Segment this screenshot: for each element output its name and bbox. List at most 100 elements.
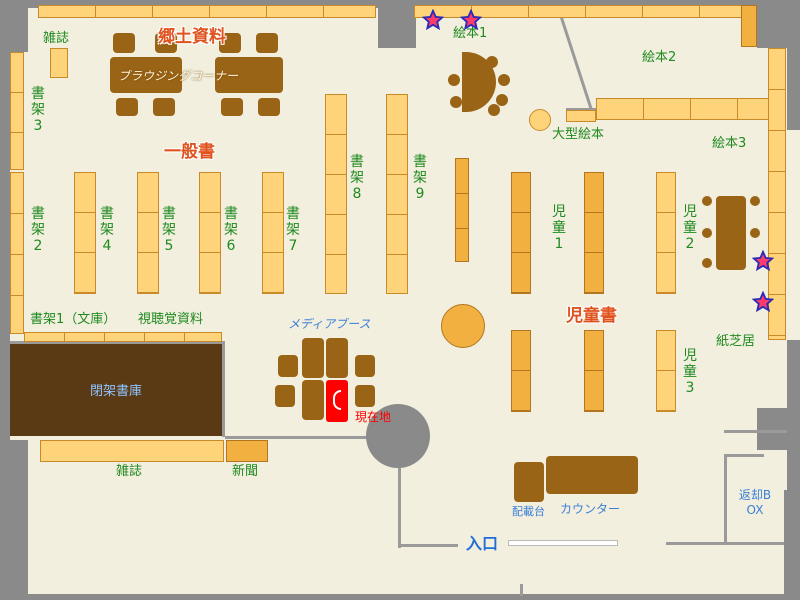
ehon-stool	[450, 96, 462, 108]
label-media-booth: メディアブース	[288, 317, 371, 331]
label-shinbun: 新聞	[232, 464, 259, 479]
media-booth-desk	[302, 380, 324, 420]
wall-bottom-right-block	[784, 490, 800, 600]
shelf-zasshi-bottom	[40, 440, 224, 462]
haisaidai-desk	[514, 462, 544, 502]
label-entrance: 入口	[466, 534, 499, 553]
partition-right-mid	[724, 430, 787, 433]
wall-bottom	[0, 594, 800, 600]
label-ehon-1: 絵本1	[453, 26, 488, 41]
partition-return-top	[724, 454, 764, 457]
round-pillar	[366, 404, 430, 468]
star-icon	[460, 9, 482, 31]
shelf-9	[386, 94, 408, 294]
label-shoka-6: 書架6	[224, 206, 238, 254]
shelf-jido-lower-2	[584, 330, 604, 412]
label-shoka-8: 書架8	[350, 154, 364, 202]
wall-left-lower	[0, 440, 28, 600]
door-line	[520, 584, 523, 596]
media-booth-desk	[302, 338, 324, 378]
label-genzaichi: 現在地	[355, 410, 392, 424]
label-haisaidai: 配載台	[512, 505, 545, 518]
partition-entrance-left	[398, 456, 401, 548]
media-booth-seat	[278, 355, 298, 377]
current-location-arrow-icon	[333, 390, 341, 410]
ehon-stool	[496, 94, 508, 106]
star-icon	[422, 9, 444, 31]
label-ehon-3: 絵本3	[712, 136, 747, 151]
partition-ehon-diagonal	[560, 17, 593, 110]
browsing-chair	[116, 98, 138, 116]
browsing-chair	[258, 98, 280, 116]
jido-stool	[750, 228, 760, 238]
label-shoka-5: 書架5	[162, 206, 176, 254]
label-zasshi-top: 雑誌	[43, 31, 70, 46]
browsing-table	[110, 57, 182, 93]
partition-ehon-bottom	[566, 108, 596, 111]
label-shoka-9: 書架9	[413, 154, 427, 202]
browsing-chair	[113, 33, 135, 53]
browsing-chair	[155, 33, 177, 53]
top-right-corner-shelf	[741, 5, 757, 47]
entrance-door	[508, 540, 618, 546]
label-kamishibai: 紙芝居	[716, 334, 756, 349]
shelf-ogata-ehon	[566, 110, 596, 122]
label-jido-3: 児童3	[683, 348, 697, 396]
star-icon	[752, 250, 774, 272]
jido-stool	[750, 196, 760, 206]
label-shoka-1-bunko: 書架1（文庫）	[30, 312, 117, 327]
shelf-shinbun	[226, 440, 268, 462]
media-booth-desk	[326, 338, 348, 378]
browsing-chair	[221, 98, 243, 116]
wall-left	[0, 0, 10, 600]
label-shoka-7: 書架7	[286, 206, 300, 254]
counter-desk	[546, 456, 638, 494]
partition-heika-right	[222, 342, 225, 437]
label-ogata-ehon: 大型絵本	[552, 127, 605, 142]
shelf-3-wall	[10, 52, 24, 170]
label-shoka-3: 書架3	[31, 86, 45, 134]
label-ehon-2: 絵本2	[642, 50, 677, 65]
wall-top-right	[414, 0, 800, 5]
browsing-table	[215, 57, 283, 93]
media-booth-seat	[275, 385, 295, 407]
jido-stool	[702, 228, 712, 238]
current-location-marker	[326, 380, 348, 422]
shelf-5	[137, 172, 159, 294]
label-shoka-4: 書架4	[100, 206, 114, 254]
label-heika: 閉架書庫	[90, 384, 143, 399]
shelf-4	[74, 172, 96, 294]
jido-table	[716, 196, 746, 270]
ehon-stool	[488, 104, 500, 116]
partition-heika-top	[10, 341, 225, 344]
ogata-ehon-round	[529, 109, 551, 131]
browsing-chair	[153, 98, 175, 116]
ehon-stool	[498, 74, 510, 86]
shelf-jido-1b	[584, 172, 604, 294]
star-icon	[752, 291, 774, 313]
wall-top-pillar	[378, 0, 416, 48]
label-browsing: ブラウジングコーナー	[118, 69, 239, 83]
area-label-jido: 児童書	[566, 306, 617, 326]
jido-stool	[702, 258, 712, 268]
wall-left-pillar	[0, 0, 28, 52]
area-label-ippan: 一般書	[164, 142, 215, 162]
wall-right-lower-pillar	[757, 408, 800, 450]
wall-top-left	[0, 0, 380, 8]
shelf-jido-1	[511, 172, 531, 294]
shelf-jido-2	[656, 172, 676, 294]
label-shoka-2: 書架2	[31, 206, 45, 254]
magazine-rack-top	[50, 48, 68, 78]
ehon-stool	[448, 74, 460, 86]
label-jido-2: 児童2	[683, 204, 697, 252]
shelf-7	[262, 172, 284, 294]
ehon-stool	[486, 56, 498, 68]
shelf-6	[199, 172, 221, 294]
partition-entrance-bottom-left	[398, 544, 458, 547]
closed-stacks	[10, 344, 222, 436]
browsing-chair	[219, 33, 241, 53]
media-booth-seat	[355, 355, 375, 377]
label-jido-1: 児童1	[552, 204, 566, 252]
label-shichokaku: 視聴覚資料	[138, 312, 204, 327]
